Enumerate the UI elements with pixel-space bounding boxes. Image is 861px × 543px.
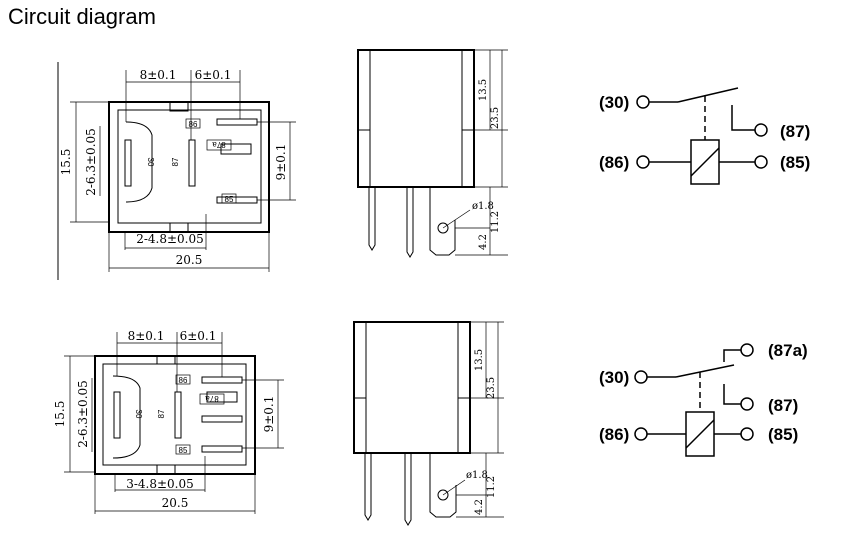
pin-label-86: 86 — [179, 376, 188, 385]
dim-pitch-b: 6±0.1 — [195, 68, 232, 82]
dim-pin-gap: 9±0.1 — [262, 396, 276, 433]
terminal-30: (30) — [599, 368, 629, 387]
dim-side-h1: 13.5 — [474, 349, 485, 371]
terminal-86: (86) — [599, 153, 629, 172]
pin-label-87: 87 — [171, 157, 180, 166]
pin-label-86: 86 — [189, 120, 198, 129]
pin-label-87: 87 — [157, 409, 166, 418]
dim-width: 20.5 — [162, 496, 189, 510]
pin-label-87a: 87a — [205, 394, 219, 403]
dim-pin-gap: 9±0.1 — [274, 144, 288, 181]
dim-pin-width: 2-6.3±0.05 — [84, 128, 98, 196]
dim-width: 20.5 — [176, 253, 203, 267]
pin-label-87a: 87a — [212, 140, 226, 149]
pin-label-85: 85 — [225, 195, 234, 204]
dim-pitch-a: 8±0.1 — [128, 329, 165, 343]
top-side-view: 13.5 23.5 11.2 4.2 ø1.8 — [357, 49, 508, 258]
dim-pin-width: 2-6.3±0.05 — [76, 380, 90, 448]
dim-side-hole: ø1.8 — [472, 201, 494, 212]
dim-pin-count-width: 2-4.8±0.05 — [136, 232, 204, 246]
dim-side-pin-len: 11.2 — [486, 476, 497, 498]
dim-side-pin-len: 11.2 — [490, 211, 501, 233]
bottom-footprint-view: 86 87a 85 30 87 8±0.1 6±0.1 15.5 2-6.3±0… — [53, 329, 284, 514]
dim-side-pin-tip: 4.2 — [478, 234, 489, 250]
terminal-85: (85) — [780, 153, 810, 172]
dim-side-h2: 23.5 — [486, 377, 497, 399]
terminal-85: (85) — [768, 425, 798, 444]
pin-label-30: 30 — [134, 410, 143, 419]
dim-pin-count-width: 3-4.8±0.05 — [126, 477, 194, 491]
terminal-86: (86) — [599, 425, 629, 444]
bottom-side-view: 13.5 23.5 11.2 4.2 ø1.8 — [353, 321, 504, 526]
terminal-30: (30) — [599, 93, 629, 112]
terminal-87a: (87a) — [768, 341, 808, 360]
dim-side-hole: ø1.8 — [466, 470, 488, 481]
terminal-87: (87) — [768, 396, 798, 415]
top-schematic: (30) (87) (86) (85) — [599, 87, 810, 185]
bottom-schematic: (87a) (30) (87) (86) (85) — [599, 341, 808, 457]
dim-height: 15.5 — [53, 401, 67, 428]
dim-height: 15.5 — [59, 149, 73, 176]
pin-label-30: 30 — [146, 158, 155, 167]
dim-pitch-b: 6±0.1 — [180, 329, 217, 343]
dim-side-h2: 23.5 — [490, 107, 501, 129]
top-footprint-view: 86 87a 85 30 87 8±0.1 6±0.1 15.5 2-6.3±0… — [57, 62, 296, 280]
terminal-87: (87) — [780, 122, 810, 141]
dim-pitch-a: 8±0.1 — [140, 68, 177, 82]
dim-side-h1: 13.5 — [478, 79, 489, 101]
pin-label-85: 85 — [179, 446, 188, 455]
page-title: Circuit diagram — [8, 4, 156, 29]
dim-side-pin-tip: 4.2 — [474, 499, 485, 515]
